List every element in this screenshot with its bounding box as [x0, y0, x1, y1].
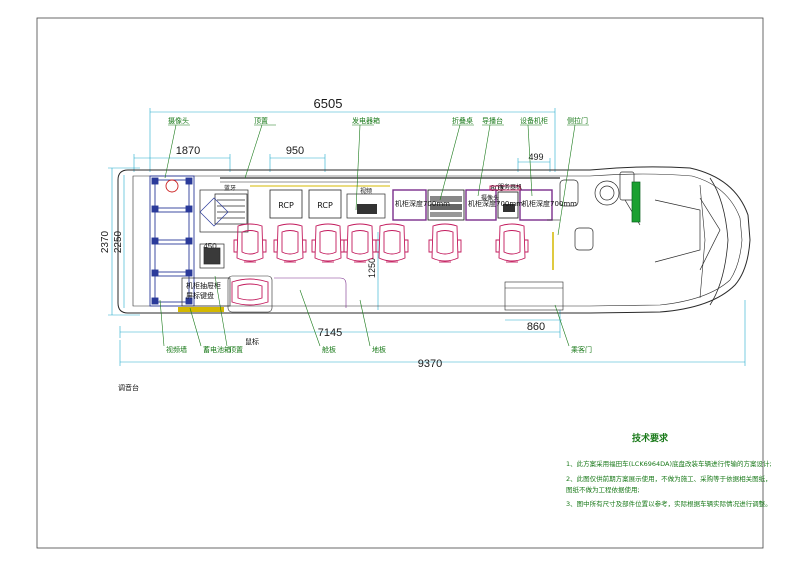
leader-line — [159, 299, 165, 347]
operator-seat — [495, 223, 529, 263]
operator-seats — [233, 223, 529, 263]
leader-line — [214, 275, 228, 347]
rack-small-label: 摄像头 — [481, 194, 499, 202]
leader-line — [527, 124, 533, 197]
tech-item-1: 1、此方案采用福田车(LCK6964DA)底盘改装车辆进行传输的方案设计; — [566, 459, 772, 468]
tech-title: 技术要求 — [632, 432, 669, 444]
bus-body — [117, 166, 751, 314]
leader-line — [554, 304, 570, 347]
operator-seat — [375, 223, 409, 263]
bottom-mid-label: 鼠标 — [245, 337, 259, 346]
dim-7145: 7145 — [318, 327, 342, 339]
top-small-label: 视频 — [360, 187, 372, 195]
leader-line — [244, 124, 263, 179]
dim-2370: 2370 — [100, 230, 111, 253]
rack-3 — [519, 189, 553, 221]
bottom-callout-label: 乘客门 — [571, 345, 592, 354]
leader-lines — [159, 124, 589, 347]
dim-overall-length: 6505 — [314, 96, 343, 111]
dim-803: 803 — [490, 184, 504, 193]
driver-seat-icon — [559, 179, 579, 207]
bottom-callout-label: 地板 — [372, 345, 386, 354]
driver-area — [559, 171, 721, 271]
dim-450: 450 — [203, 242, 217, 251]
bottom-callout-label: 顶置 — [229, 346, 243, 354]
leader-line — [359, 299, 371, 347]
left-top-label: 蓝牙 — [224, 184, 236, 192]
rack-label-1: 机柜深度700mm — [395, 199, 450, 208]
top-callout-label: 导播台 — [482, 116, 503, 125]
dimension-lines — [108, 108, 746, 366]
rear-wall-units — [149, 175, 195, 307]
rcp-label-2: RCP — [317, 201, 333, 210]
cabinet-right-label: 屏标键盘 — [186, 291, 214, 300]
rack-top-label: 服务器机 — [498, 183, 522, 191]
inner-left-labels: 机柜抽屉柜 屏标键盘 蓝牙 — [186, 184, 236, 300]
cabinet-left-label: 机柜抽屉柜 — [186, 281, 221, 290]
tech-item-3: 图纸不做为工程依据使用; — [566, 485, 640, 494]
rack-2 — [465, 189, 497, 221]
aux-seat — [231, 278, 269, 306]
leader-line — [439, 124, 461, 201]
leader-line — [299, 289, 321, 347]
left-cabinets — [181, 189, 249, 307]
leader-line — [189, 307, 202, 347]
operator-seat — [311, 223, 345, 263]
dimension-texts: 6505 1870 950 499 803 2370 2250 1250 714… — [100, 96, 545, 370]
floor-outlines — [178, 219, 564, 313]
equipment-racks — [392, 185, 553, 221]
operator-seat — [343, 223, 377, 263]
dim-860: 860 — [527, 321, 545, 333]
rcp-panels: RCP RCP 视频 — [269, 187, 386, 219]
steering-wheel-icon — [594, 180, 620, 206]
bottom-callout-label: 蓄电池箱 — [203, 345, 231, 354]
top-callout-label: 侧拉门 — [567, 116, 588, 125]
tech-item-2: 2、此图仅供前期方案展示使用，不做为施工、采购等于依据相关图纸， — [566, 474, 772, 483]
leader-line — [557, 124, 576, 236]
top-callout-label: 折叠桌 — [452, 116, 473, 125]
rack-labels: 机柜深度700mm 机柜深度700mm 机柜深度700mm 服务器机 摄像头 — [395, 183, 577, 208]
top-callout-label: 摄像头 — [168, 116, 189, 125]
rcp-panel-2 — [308, 189, 342, 219]
operator-seat — [233, 223, 267, 263]
rack-1 — [392, 189, 427, 221]
console-label: 调音台 — [118, 383, 139, 392]
dim-1870: 1870 — [176, 145, 200, 157]
operator-seat — [428, 223, 462, 263]
drawing-frame — [36, 17, 764, 549]
rcp-panel-1 — [269, 189, 303, 219]
rack-label-3: 机柜深度700mm — [522, 199, 577, 208]
leader-line — [477, 124, 491, 197]
dim-1250: 1250 — [367, 258, 377, 278]
dim-499: 499 — [528, 152, 543, 162]
bottom-callout-label: 舱板 — [322, 345, 336, 354]
dim-950: 950 — [286, 145, 304, 157]
top-callout-label: 设备机柜 — [520, 116, 548, 125]
dim-9370: 9370 — [418, 358, 442, 370]
top-callout-label: 发电器箱 — [352, 116, 380, 125]
leader-line — [355, 124, 361, 211]
rack-label-2: 机柜深度700mm — [468, 199, 523, 208]
technical-requirements: 技术要求 1、此方案采用福田车(LCK6964DA)底盘改装车辆进行传输的方案设… — [566, 432, 772, 508]
operator-seat — [273, 223, 307, 263]
tech-item-4: 3、图中所有尺寸及部件位置以参考，实际根据车辆实际情况进行调整。 — [566, 499, 772, 508]
rcp-label-1: RCP — [278, 201, 294, 210]
leader-line — [164, 124, 177, 179]
top-callout-label: 顶置 — [254, 117, 268, 125]
top-callout-labels: 摄像头 顶置 发电器箱 折叠桌导播台 设备机柜 侧拉门 — [168, 116, 588, 125]
bottom-callout-label: 视频墙 — [166, 345, 187, 354]
